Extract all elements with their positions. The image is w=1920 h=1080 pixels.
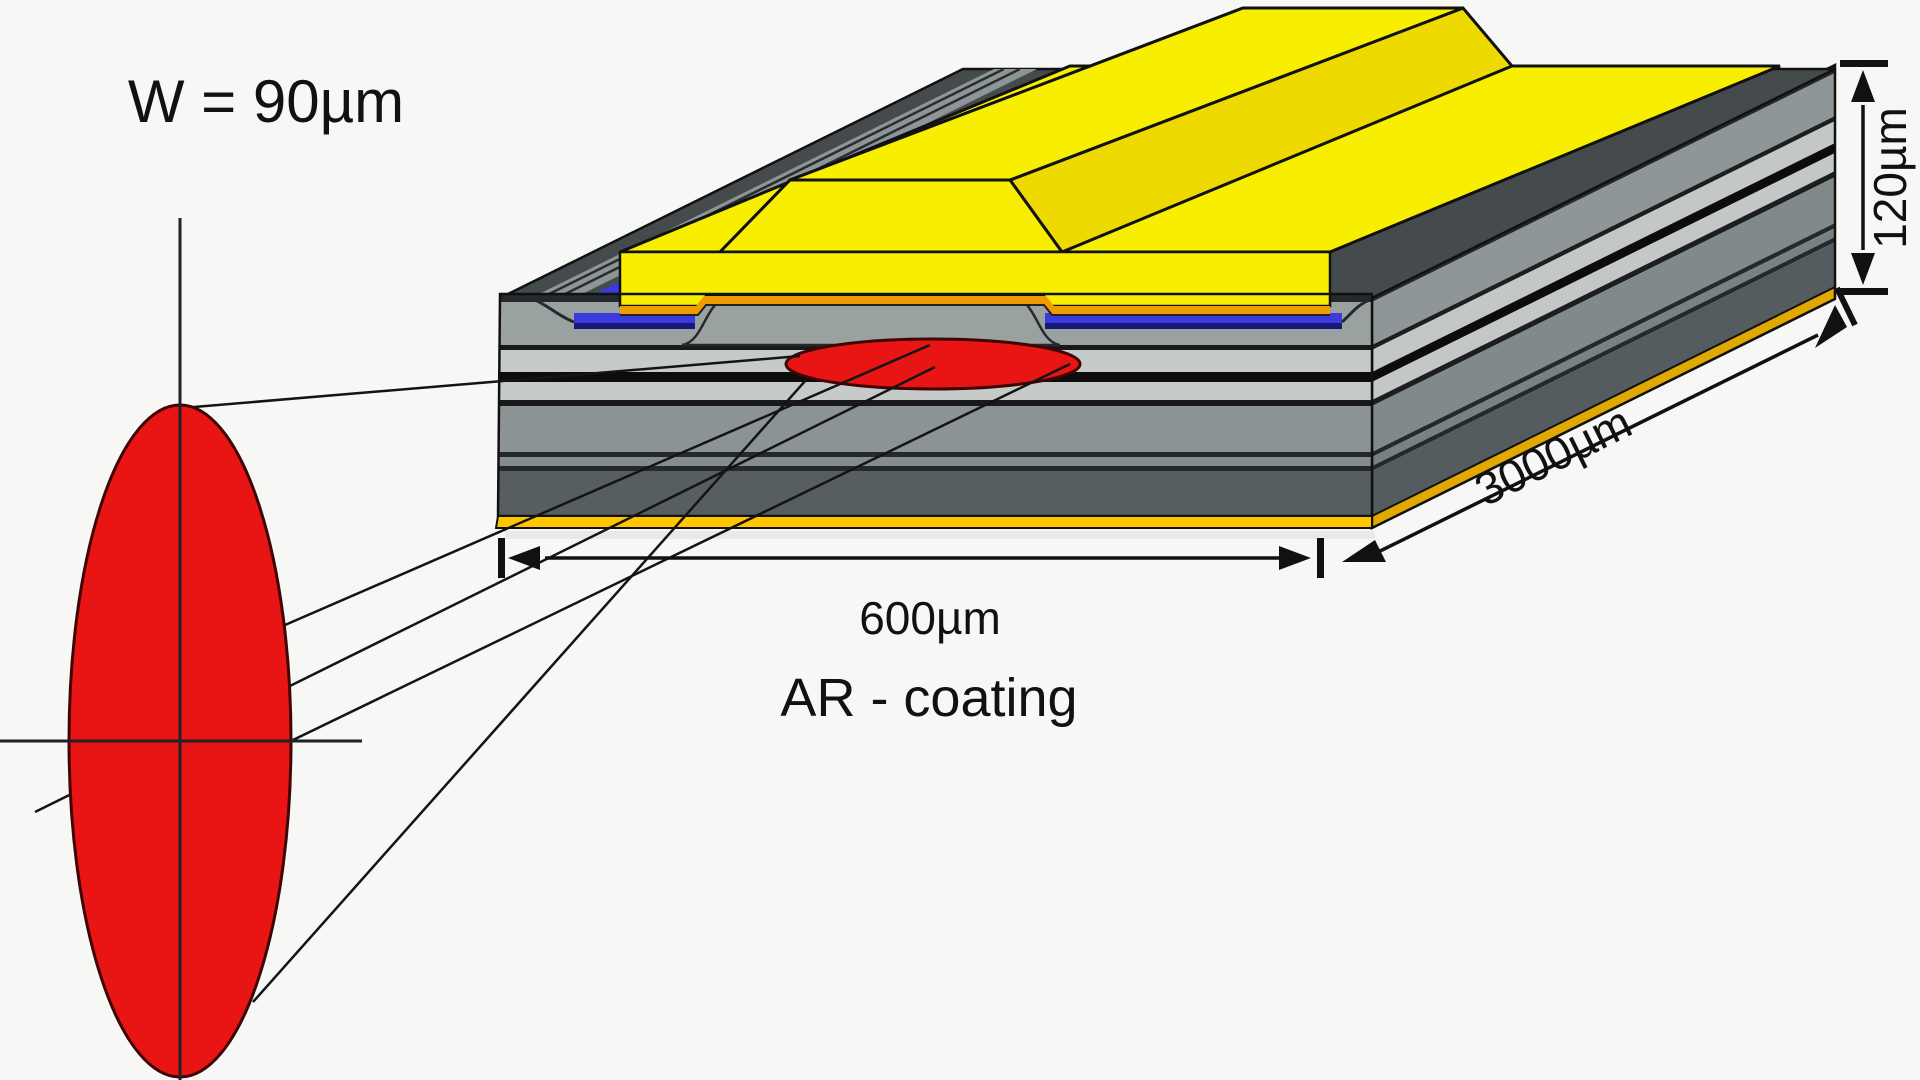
dim-chip-thickness-label: 120µm xyxy=(1864,107,1916,249)
trench-right-insulator xyxy=(1045,313,1342,323)
projection-line xyxy=(284,343,931,627)
projection-lines xyxy=(34,343,1071,1003)
label-ar-coating: AR - coating xyxy=(780,668,1077,728)
ridge-mesa xyxy=(681,302,1061,347)
metal-adhesion-edge xyxy=(620,296,1330,314)
bottom-metal-front xyxy=(494,515,1373,529)
projection-line xyxy=(292,362,1071,742)
crosshair xyxy=(0,218,362,1080)
dim-facet-width-label: 600µm xyxy=(859,592,1001,644)
dim-chip-thickness xyxy=(1840,60,1888,295)
chip-top-face xyxy=(499,6,1836,304)
chip-front-facet xyxy=(494,250,1375,539)
projection-line xyxy=(181,354,801,410)
label-stripe-width: W = 90µm xyxy=(128,68,404,135)
chip-side-face xyxy=(1370,62,1837,531)
dim-facet-width xyxy=(498,538,1324,578)
trench-left-insulator xyxy=(574,313,695,323)
projection-line xyxy=(252,379,807,1003)
